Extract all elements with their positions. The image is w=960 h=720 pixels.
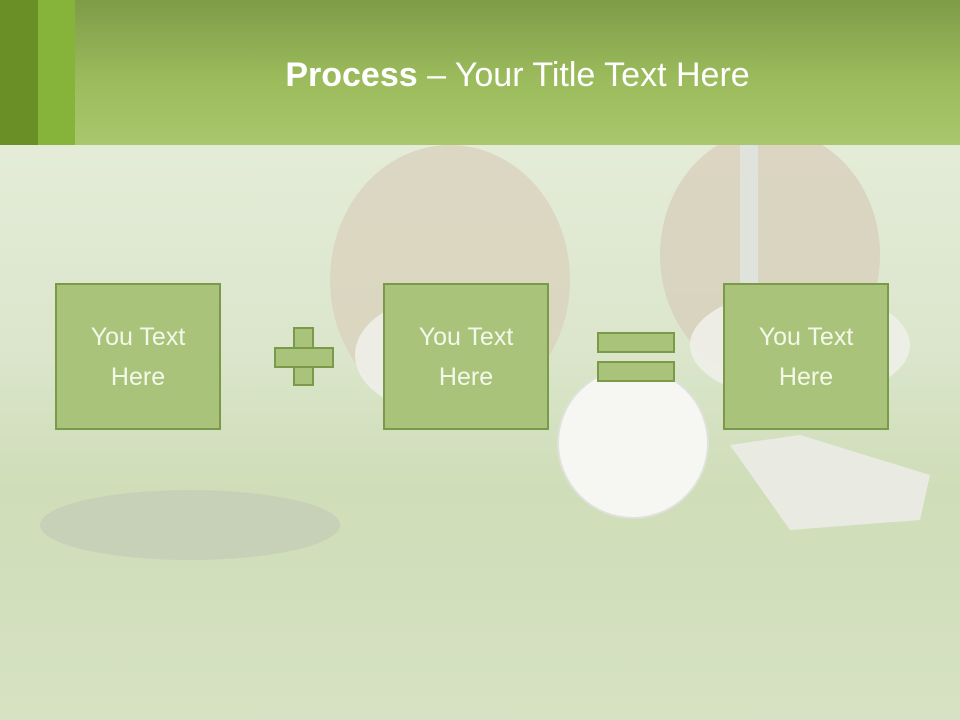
process-box-1[interactable]: You Text Here	[55, 283, 221, 430]
process-box-3[interactable]: You Text Here	[723, 283, 889, 430]
title-rest: – Your Title Text Here	[417, 56, 750, 94]
process-box-2-label: You Text Here	[418, 322, 514, 391]
title-bold: Process	[285, 56, 418, 94]
golf-background-image	[0, 145, 960, 720]
accent-stripe-light	[38, 0, 75, 145]
process-box-1-label: You Text Here	[90, 322, 186, 391]
title-bar: Process – Your Title Text Here	[0, 0, 960, 145]
accent-stripe-dark	[0, 0, 38, 145]
slide-title[interactable]: Process – Your Title Text Here	[75, 50, 960, 100]
process-box-3-label: You Text Here	[758, 322, 854, 391]
process-box-2[interactable]: You Text Here	[383, 283, 549, 430]
